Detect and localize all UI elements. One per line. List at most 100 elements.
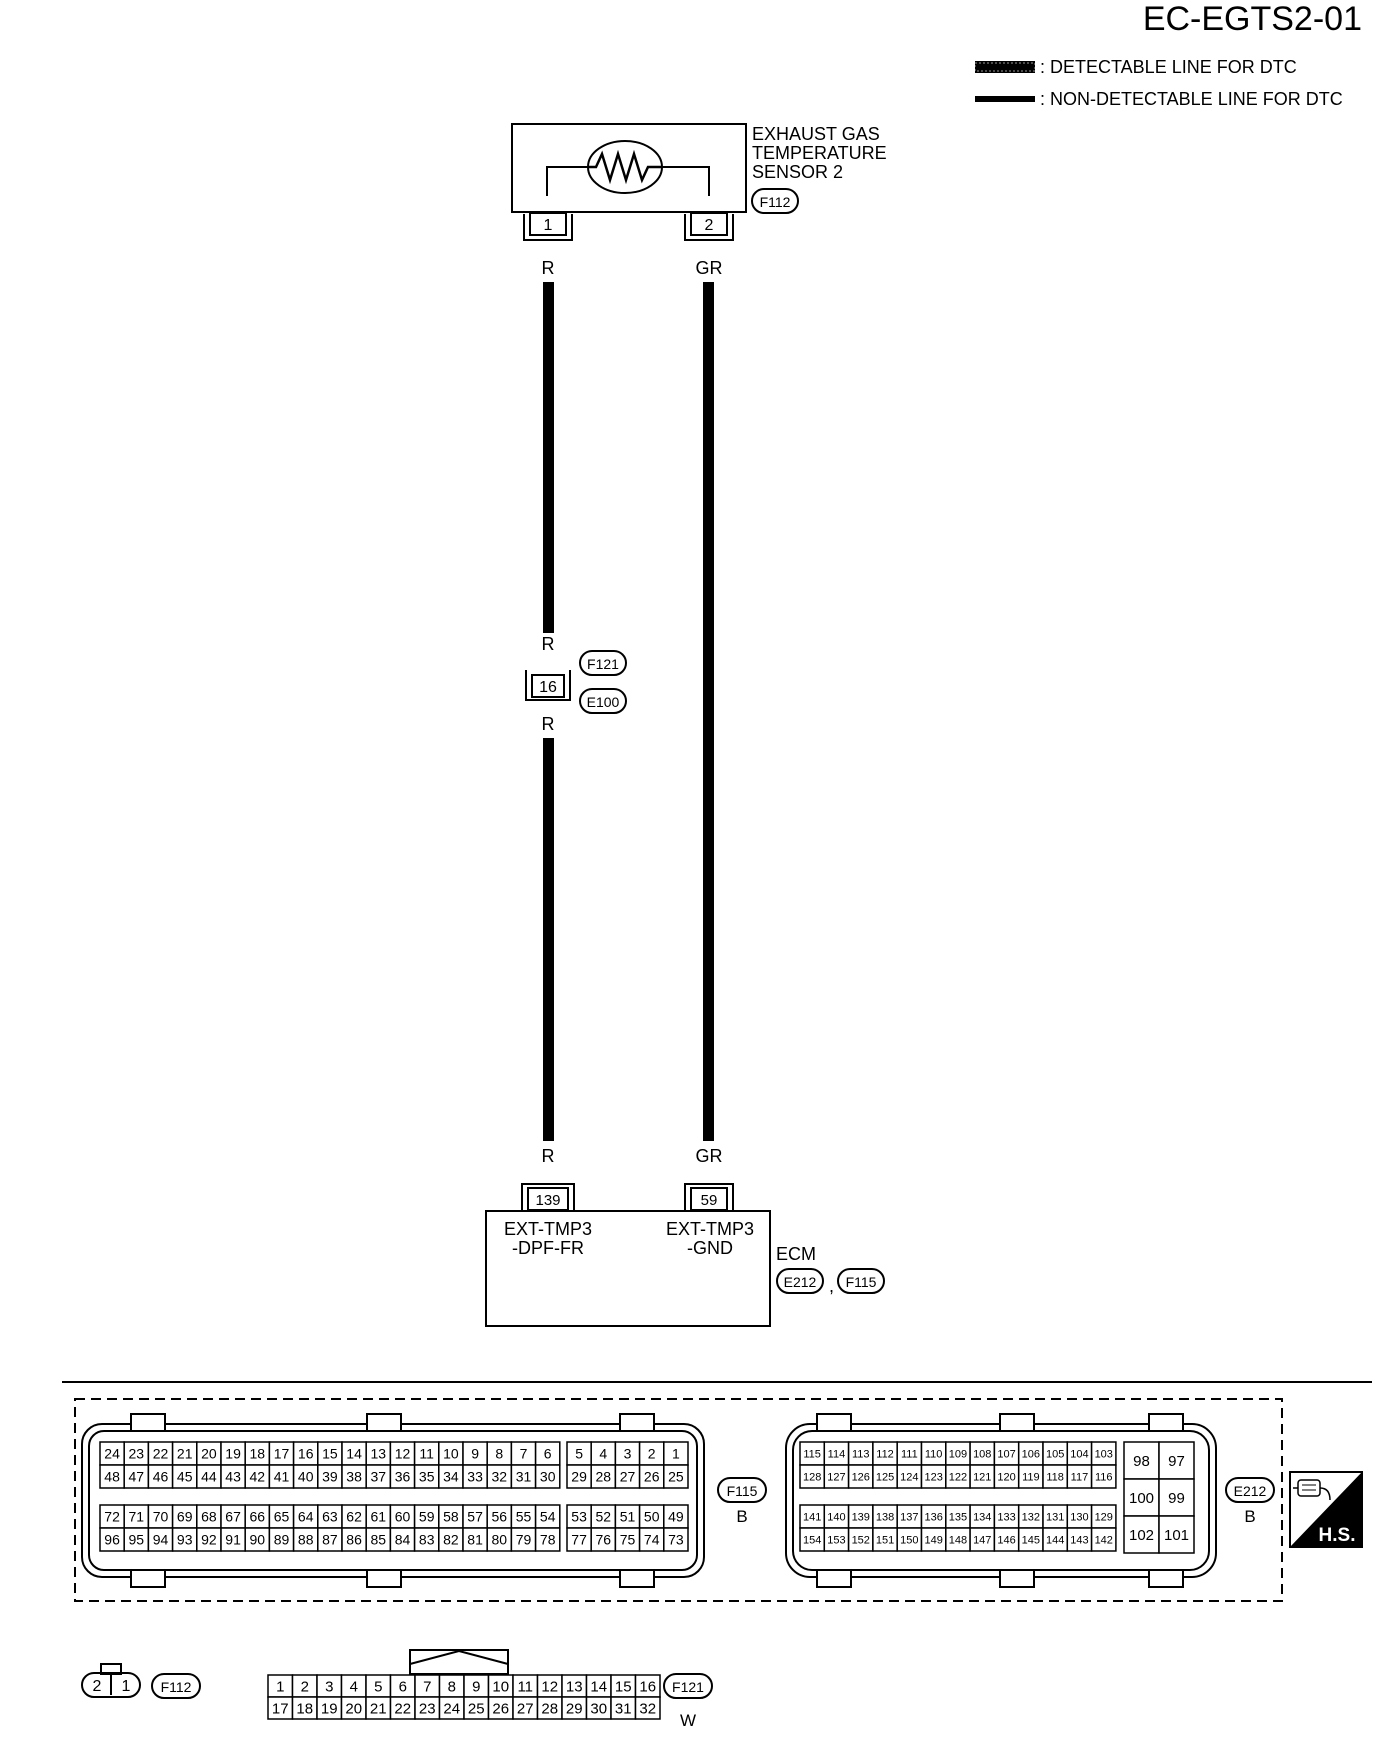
pin-number: 2 xyxy=(648,1446,656,1462)
pin-number: 64 xyxy=(298,1509,314,1525)
pin-number: 5 xyxy=(374,1678,382,1695)
junction-connector-f121: F121 xyxy=(587,656,619,672)
ecm-pin-139-terminal: 139 xyxy=(521,1183,575,1211)
pin-number: 97 xyxy=(1168,1453,1185,1470)
pin-cell xyxy=(1158,1515,1195,1554)
pin-number: 57 xyxy=(467,1509,483,1525)
connector-f115-label: F115 B xyxy=(717,1477,767,1526)
pin-number: 62 xyxy=(346,1509,362,1525)
pin-number: 101 xyxy=(1164,1527,1189,1544)
pin-number: 129 xyxy=(1095,1511,1113,1523)
pin-number: 100 xyxy=(1129,1490,1154,1507)
pin-number: 148 xyxy=(949,1534,967,1546)
pin-number: 123 xyxy=(924,1471,942,1483)
pin-number: 71 xyxy=(129,1509,145,1525)
pin-number: 104 xyxy=(1070,1448,1088,1460)
pin-number: 19 xyxy=(225,1446,241,1462)
pin-cell xyxy=(534,1527,561,1552)
connector-f112-face: 2 1 xyxy=(81,1663,141,1698)
pin-number: 76 xyxy=(596,1532,612,1548)
pin-number: 153 xyxy=(827,1534,845,1546)
pin-number: 150 xyxy=(900,1534,918,1546)
pin-cell xyxy=(534,1464,561,1489)
pin-number: 92 xyxy=(201,1532,217,1548)
svg-text:2: 2 xyxy=(705,217,714,234)
pin-cell xyxy=(663,1527,689,1552)
pin-number: 10 xyxy=(443,1446,459,1462)
pin-number: 99 xyxy=(1168,1490,1185,1507)
pin-number: 127 xyxy=(827,1471,845,1483)
pin-number: 137 xyxy=(900,1511,918,1523)
pin-number: 110 xyxy=(925,1448,943,1460)
pin-number: 13 xyxy=(371,1446,387,1462)
pin-number: 149 xyxy=(924,1534,942,1546)
wire-color-r-below-junction: R xyxy=(542,714,555,734)
pin-number: 17 xyxy=(274,1446,290,1462)
pin-number: 152 xyxy=(852,1534,870,1546)
wire-color-r-bottom: R xyxy=(542,1146,555,1166)
pin-number: 18 xyxy=(250,1446,266,1462)
pin-number: 1 xyxy=(672,1446,680,1462)
f112-pin-1: 1 xyxy=(122,1678,131,1695)
pin-number: 38 xyxy=(346,1469,362,1485)
pin-number: 22 xyxy=(153,1446,169,1462)
pin-number: 43 xyxy=(225,1469,241,1485)
pin-number: 20 xyxy=(345,1700,362,1717)
pin-number: 109 xyxy=(949,1448,967,1460)
ecm-terminal-left-line2: -DPF-FR xyxy=(512,1238,584,1258)
pin-number: 121 xyxy=(973,1471,991,1483)
pin-number: 4 xyxy=(599,1446,607,1462)
legend-nondetectable-swatch xyxy=(975,96,1035,102)
pin-number: 20 xyxy=(201,1446,217,1462)
pin-cell xyxy=(1090,1464,1117,1489)
diagram-code: EC-EGTS2-01 xyxy=(1143,0,1362,38)
pin-number: 106 xyxy=(1022,1448,1040,1460)
pin-number: 83 xyxy=(419,1532,435,1548)
pin-number: 107 xyxy=(997,1448,1015,1460)
pin-number: 65 xyxy=(274,1509,290,1525)
pin-number: 33 xyxy=(467,1469,483,1485)
wire-gr xyxy=(703,282,714,1141)
pin-cell xyxy=(1123,1515,1160,1554)
pin-number: 89 xyxy=(274,1532,290,1548)
pin-number: 50 xyxy=(644,1509,660,1525)
wire-color-gr-top: GR xyxy=(696,258,723,278)
connector-f115-color: B xyxy=(736,1507,747,1526)
pin-number: 12 xyxy=(541,1678,558,1695)
pin-number: 54 xyxy=(540,1509,556,1525)
pin-number: 78 xyxy=(540,1532,556,1548)
pin-number: 80 xyxy=(492,1532,508,1548)
pin-number: 4 xyxy=(350,1678,358,1695)
sensor-name-line2: TEMPERATURE xyxy=(752,143,887,163)
pin-cell xyxy=(634,1696,661,1720)
pin-number: 42 xyxy=(250,1469,266,1485)
pin-number: 91 xyxy=(225,1532,241,1548)
pin-number: 146 xyxy=(997,1534,1015,1546)
svg-text:16: 16 xyxy=(539,679,557,696)
ecm-pin-59-terminal: 59 xyxy=(684,1183,734,1211)
pin-number: 132 xyxy=(1022,1511,1040,1523)
pin-number: 6 xyxy=(399,1678,407,1695)
pin-number: 12 xyxy=(395,1446,411,1462)
connector-f121-color: W xyxy=(680,1711,696,1730)
pin-number: 24 xyxy=(443,1700,460,1717)
pin-number: 128 xyxy=(803,1471,821,1483)
pin-number: 131 xyxy=(1046,1511,1064,1523)
pin-number: 51 xyxy=(620,1509,636,1525)
f112-pin-2: 2 xyxy=(93,1678,102,1695)
pin-number: 30 xyxy=(590,1700,607,1717)
pin-number: 115 xyxy=(803,1448,821,1460)
pin-number: 53 xyxy=(571,1509,587,1525)
pin-number: 67 xyxy=(225,1509,241,1525)
pin-cell xyxy=(1158,1478,1195,1517)
pin-number: 29 xyxy=(571,1469,587,1485)
pin-number: 6 xyxy=(544,1446,552,1462)
svg-text:F115: F115 xyxy=(727,1483,758,1499)
pin-number: 14 xyxy=(346,1446,362,1462)
pin-number: 70 xyxy=(153,1509,169,1525)
pin-number: 15 xyxy=(322,1446,338,1462)
pin-number: 118 xyxy=(1046,1471,1064,1483)
pin-number: 26 xyxy=(644,1469,660,1485)
junction-connector: R 16 R F121 E100 xyxy=(525,634,627,734)
